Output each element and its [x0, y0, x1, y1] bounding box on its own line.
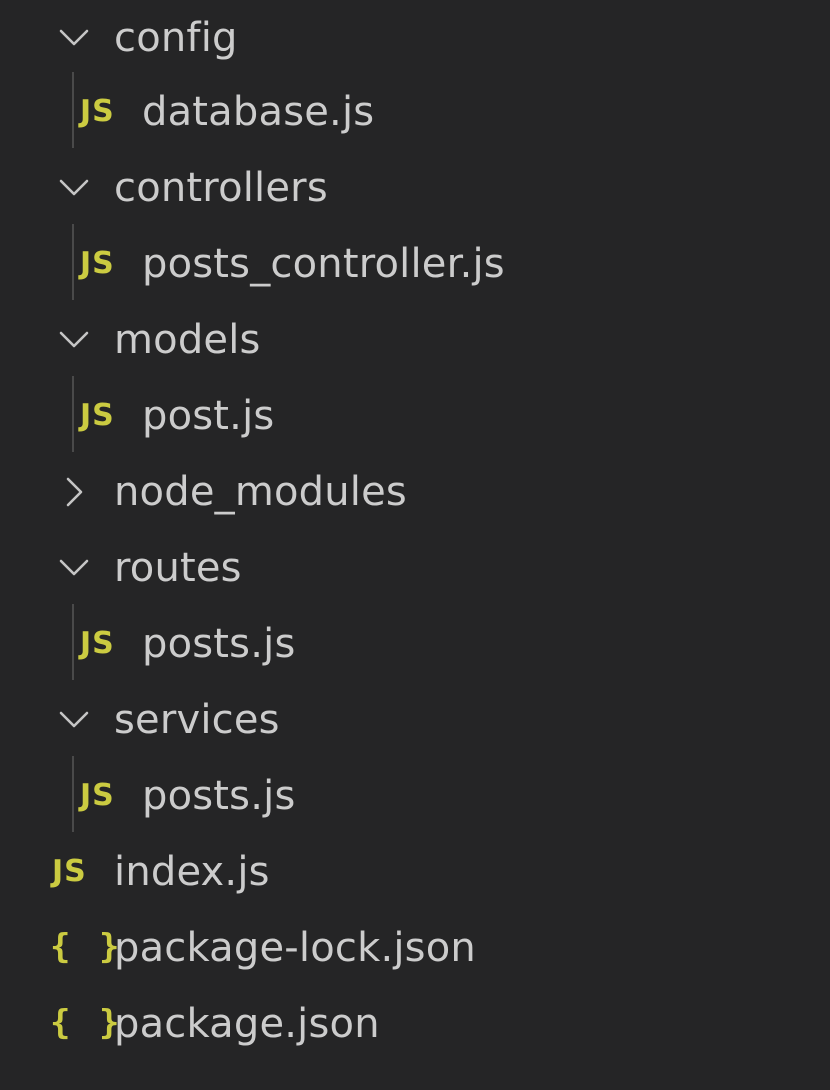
- indent-guide: [72, 604, 74, 680]
- json-file-icon: { }: [50, 1003, 124, 1044]
- chevron-down-icon[interactable]: [54, 18, 94, 58]
- indent-guide: [72, 376, 74, 452]
- folder-label: node_modules: [114, 469, 407, 515]
- folder-label: routes: [114, 545, 242, 591]
- indent-guide: [72, 224, 74, 300]
- file-label: database.js: [142, 89, 375, 135]
- folder-services[interactable]: services: [0, 682, 830, 758]
- file-index-js[interactable]: JS index.js: [0, 834, 830, 910]
- file-package-json[interactable]: { } package.json: [0, 986, 830, 1062]
- javascript-file-icon: JS: [52, 854, 87, 889]
- file-label: index.js: [114, 849, 270, 895]
- file-label: posts_controller.js: [142, 241, 505, 287]
- folder-label: controllers: [114, 165, 328, 211]
- file-routes-posts-js[interactable]: JS posts.js: [0, 606, 830, 682]
- folder-label: config: [114, 15, 238, 61]
- folder-label: services: [114, 697, 280, 743]
- file-label: package-lock.json: [114, 925, 476, 971]
- file-label: post.js: [142, 393, 275, 439]
- folder-label: models: [114, 317, 261, 363]
- folder-models[interactable]: models: [0, 302, 830, 378]
- javascript-file-icon: JS: [80, 94, 115, 129]
- javascript-file-icon: JS: [80, 778, 115, 813]
- indent-guide: [72, 72, 74, 148]
- file-label: package.json: [114, 1001, 380, 1047]
- file-label: posts.js: [142, 773, 296, 819]
- javascript-file-icon: JS: [80, 398, 115, 433]
- file-database-js[interactable]: JS database.js: [0, 74, 830, 150]
- javascript-file-icon: JS: [80, 246, 115, 281]
- file-package-lock-json[interactable]: { } package-lock.json: [0, 910, 830, 986]
- indent-guide: [72, 756, 74, 832]
- file-post-js[interactable]: JS post.js: [0, 378, 830, 454]
- chevron-right-icon[interactable]: [54, 472, 94, 512]
- chevron-down-icon[interactable]: [54, 700, 94, 740]
- file-services-posts-js[interactable]: JS posts.js: [0, 758, 830, 834]
- folder-node-modules[interactable]: node_modules: [0, 454, 830, 530]
- file-label: posts.js: [142, 621, 296, 667]
- folder-config[interactable]: config: [0, 0, 830, 76]
- javascript-file-icon: JS: [80, 626, 115, 661]
- folder-routes[interactable]: routes: [0, 530, 830, 606]
- chevron-down-icon[interactable]: [54, 548, 94, 588]
- json-file-icon: { }: [50, 927, 124, 968]
- chevron-down-icon[interactable]: [54, 168, 94, 208]
- file-posts-controller-js[interactable]: JS posts_controller.js: [0, 226, 830, 302]
- folder-controllers[interactable]: controllers: [0, 150, 830, 226]
- chevron-down-icon[interactable]: [54, 320, 94, 360]
